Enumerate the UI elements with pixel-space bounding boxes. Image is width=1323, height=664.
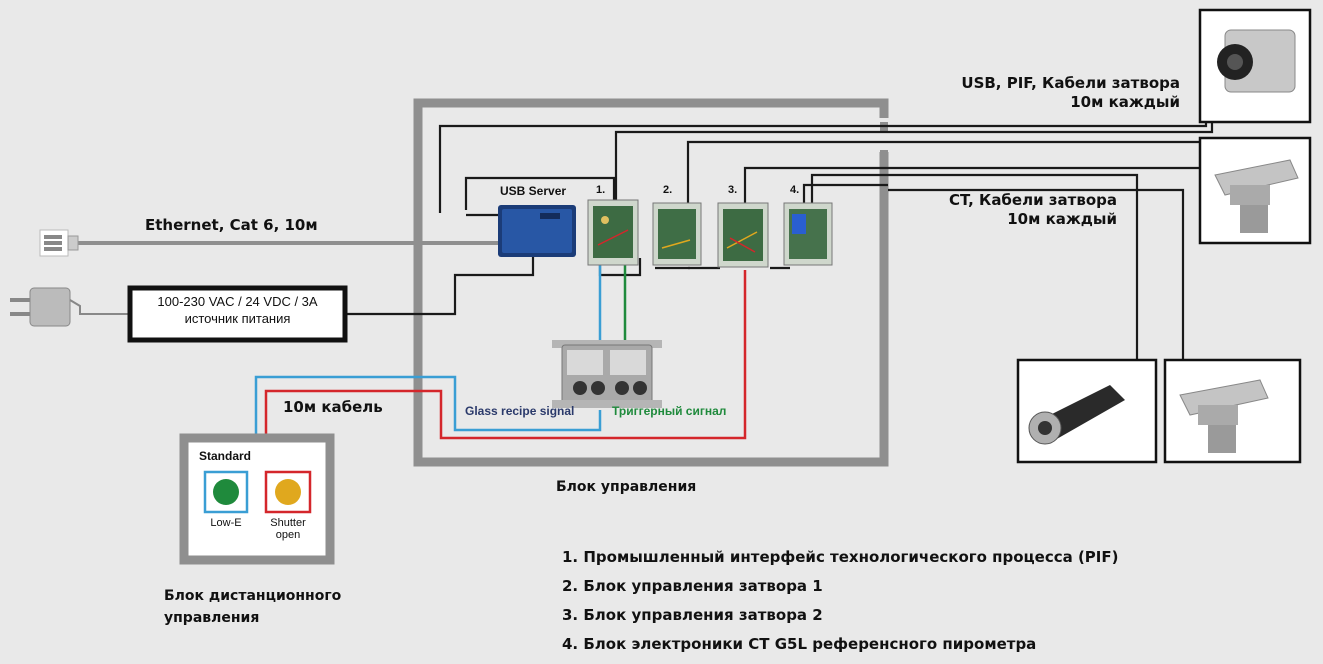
red-signal-wire bbox=[264, 270, 747, 440]
pi-camera-icon bbox=[1217, 29, 1296, 93]
module-legend: 1. Промышленный интерфейс технологическо… bbox=[562, 543, 1118, 659]
cable-10m-label: 10м кабель bbox=[283, 398, 383, 416]
legend-item: 4. Блок электроники CT G5L референсного … bbox=[562, 635, 1037, 653]
legend-item: 3. Блок управления затвора 2 bbox=[562, 606, 823, 624]
ethernet-label: Ethernet, Cat 6, 10м bbox=[145, 216, 318, 234]
control-module-1 bbox=[587, 199, 639, 266]
power-supply-label: 100-230 VAC / 24 VDC / 3A источник питан… bbox=[157, 294, 318, 326]
control-unit-label: Блок управления bbox=[556, 479, 697, 495]
camera-cables bbox=[438, 112, 1214, 365]
control-cabinet-enclosure bbox=[413, 98, 889, 467]
usb-server-label: USB Server bbox=[500, 184, 567, 198]
module-number-4: 4. bbox=[790, 184, 800, 196]
legend-item: 1. Промышленный интерфейс технологическо… bbox=[562, 548, 1119, 566]
power-supply-box bbox=[127, 285, 348, 343]
ct-pyrometer-frame bbox=[1016, 358, 1158, 464]
shutter-camera-icon bbox=[1179, 379, 1269, 453]
power-plug-icon bbox=[10, 287, 130, 327]
ethernet-plug-icon bbox=[39, 229, 79, 257]
ct-cables-label: CT, Кабели затвора 10м каждый bbox=[949, 191, 1117, 228]
remote-title: Standard bbox=[199, 449, 252, 463]
glass-recipe-signal-label: Glass recipe signal bbox=[465, 404, 575, 418]
shutter-open-label: Shutter open bbox=[270, 517, 306, 541]
legend-item: 2. Блок управления затвора 1 bbox=[562, 577, 823, 595]
shutter-camera-icon bbox=[1214, 159, 1299, 233]
control-module-4 bbox=[783, 202, 833, 266]
module-number-2: 2. bbox=[663, 184, 673, 196]
terminal-blocks bbox=[552, 340, 662, 408]
usb-server-device bbox=[498, 205, 576, 257]
blue-signal-wire bbox=[254, 265, 602, 440]
remote-caption: Блок дистанционного управления bbox=[164, 588, 342, 626]
ct-pyrometer-icon bbox=[1028, 385, 1125, 445]
low-e-label: Low-E bbox=[210, 517, 242, 529]
module-number-1: 1. bbox=[596, 184, 606, 196]
trigger-signal-label: Триггерный сигнал bbox=[612, 404, 727, 418]
low-e-button[interactable] bbox=[213, 479, 239, 505]
cameras-top-label: USB, PIF, Кабели затвора 10м каждый bbox=[961, 74, 1180, 111]
control-module-2 bbox=[652, 202, 702, 266]
module-number-3: 3. bbox=[728, 184, 738, 196]
enclosure-dash bbox=[880, 150, 888, 160]
control-module-3 bbox=[717, 202, 769, 268]
shutter-open-button[interactable] bbox=[275, 479, 301, 505]
